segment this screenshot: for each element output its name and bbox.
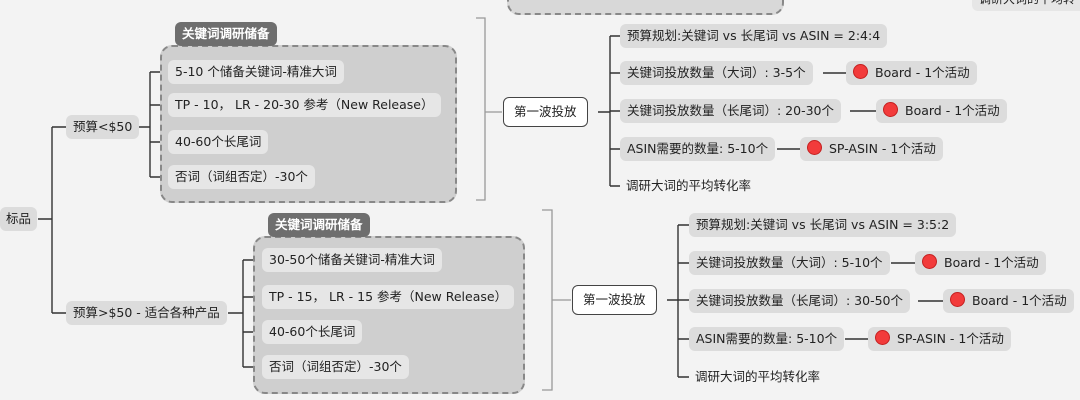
wave1-high-item-1[interactable]: 预算规划:关键词 vs 长尾词 vs ASIN = 3:5:2 <box>689 213 957 237</box>
wave1-low-item-4[interactable]: ASIN需要的数量: 5-10个 <box>620 137 776 161</box>
root-node-biaopin[interactable]: 标品 <box>0 207 38 231</box>
group-high-item-3[interactable]: 40-60个长尾词 <box>262 320 363 344</box>
wave1-high-item-4[interactable]: ASIN需要的数量: 5-10个 <box>689 327 845 351</box>
wave1-low-item-3[interactable]: 关键词投放数量（长尾词）: 20-30个 <box>620 99 842 123</box>
group-high-item-2[interactable]: TP - 15， LR - 15 参考（New Release） <box>262 285 515 309</box>
tag-high-1[interactable]: Board - 1个活动 <box>915 251 1046 275</box>
red-dot-icon <box>875 330 890 345</box>
tag-low-1[interactable]: Board - 1个活动 <box>846 61 977 85</box>
wave1-high-item-2[interactable]: 关键词投放数量（大词）: 5-10个 <box>689 251 890 275</box>
group-high-item-1[interactable]: 30-50个储备关键词-精准大词 <box>262 248 442 272</box>
tag-low-3[interactable]: SP-ASIN - 1个活动 <box>800 137 943 161</box>
top-fragment-node[interactable]: 调研大词的平均转 <box>972 0 1080 11</box>
wave1-low-item-1[interactable]: 预算规划:关键词 vs 长尾词 vs ASIN = 2:4:4 <box>620 24 888 48</box>
wave1-low[interactable]: 第一波投放 <box>503 97 588 127</box>
tag-high-2[interactable]: Board - 1个活动 <box>943 289 1074 313</box>
group-low-item-3[interactable]: 40-60个长尾词 <box>168 130 269 154</box>
top-group-fragment <box>507 0 784 15</box>
wave1-low-item-2[interactable]: 关键词投放数量（大词）: 3-5个 <box>620 61 813 85</box>
group-low-item-1[interactable]: 5-10 个储备关键词-精准大词 <box>168 60 344 84</box>
wave1-high-item-3[interactable]: 关键词投放数量（长尾词）: 30-50个 <box>689 289 911 313</box>
wave1-high-item-5[interactable]: 调研大词的平均转化率 <box>695 369 821 384</box>
red-dot-icon <box>853 64 868 79</box>
group-low-item-2[interactable]: TP - 10， LR - 20-30 参考（New Release） <box>168 93 441 117</box>
group-low-item-4[interactable]: 否词（词组否定）-30个 <box>168 165 315 189</box>
group-title-high[interactable]: 关键词调研储备 <box>268 213 370 237</box>
red-dot-icon <box>922 254 937 269</box>
red-dot-icon <box>883 102 898 117</box>
wave1-low-item-5[interactable]: 调研大词的平均转化率 <box>626 178 752 193</box>
tag-low-2[interactable]: Board - 1个活动 <box>876 99 1007 123</box>
branch-budget-high[interactable]: 预算>$50 - 适合各种产品 <box>66 301 227 325</box>
group-high-item-4[interactable]: 否词（词组否定）-30个 <box>262 355 409 379</box>
group-title-low[interactable]: 关键词调研储备 <box>175 22 277 46</box>
red-dot-icon <box>807 140 822 155</box>
red-dot-icon <box>950 292 965 307</box>
tag-high-3[interactable]: SP-ASIN - 1个活动 <box>868 327 1011 351</box>
branch-budget-low[interactable]: 预算<$50 <box>66 115 140 139</box>
wave1-high[interactable]: 第一波投放 <box>572 285 657 315</box>
